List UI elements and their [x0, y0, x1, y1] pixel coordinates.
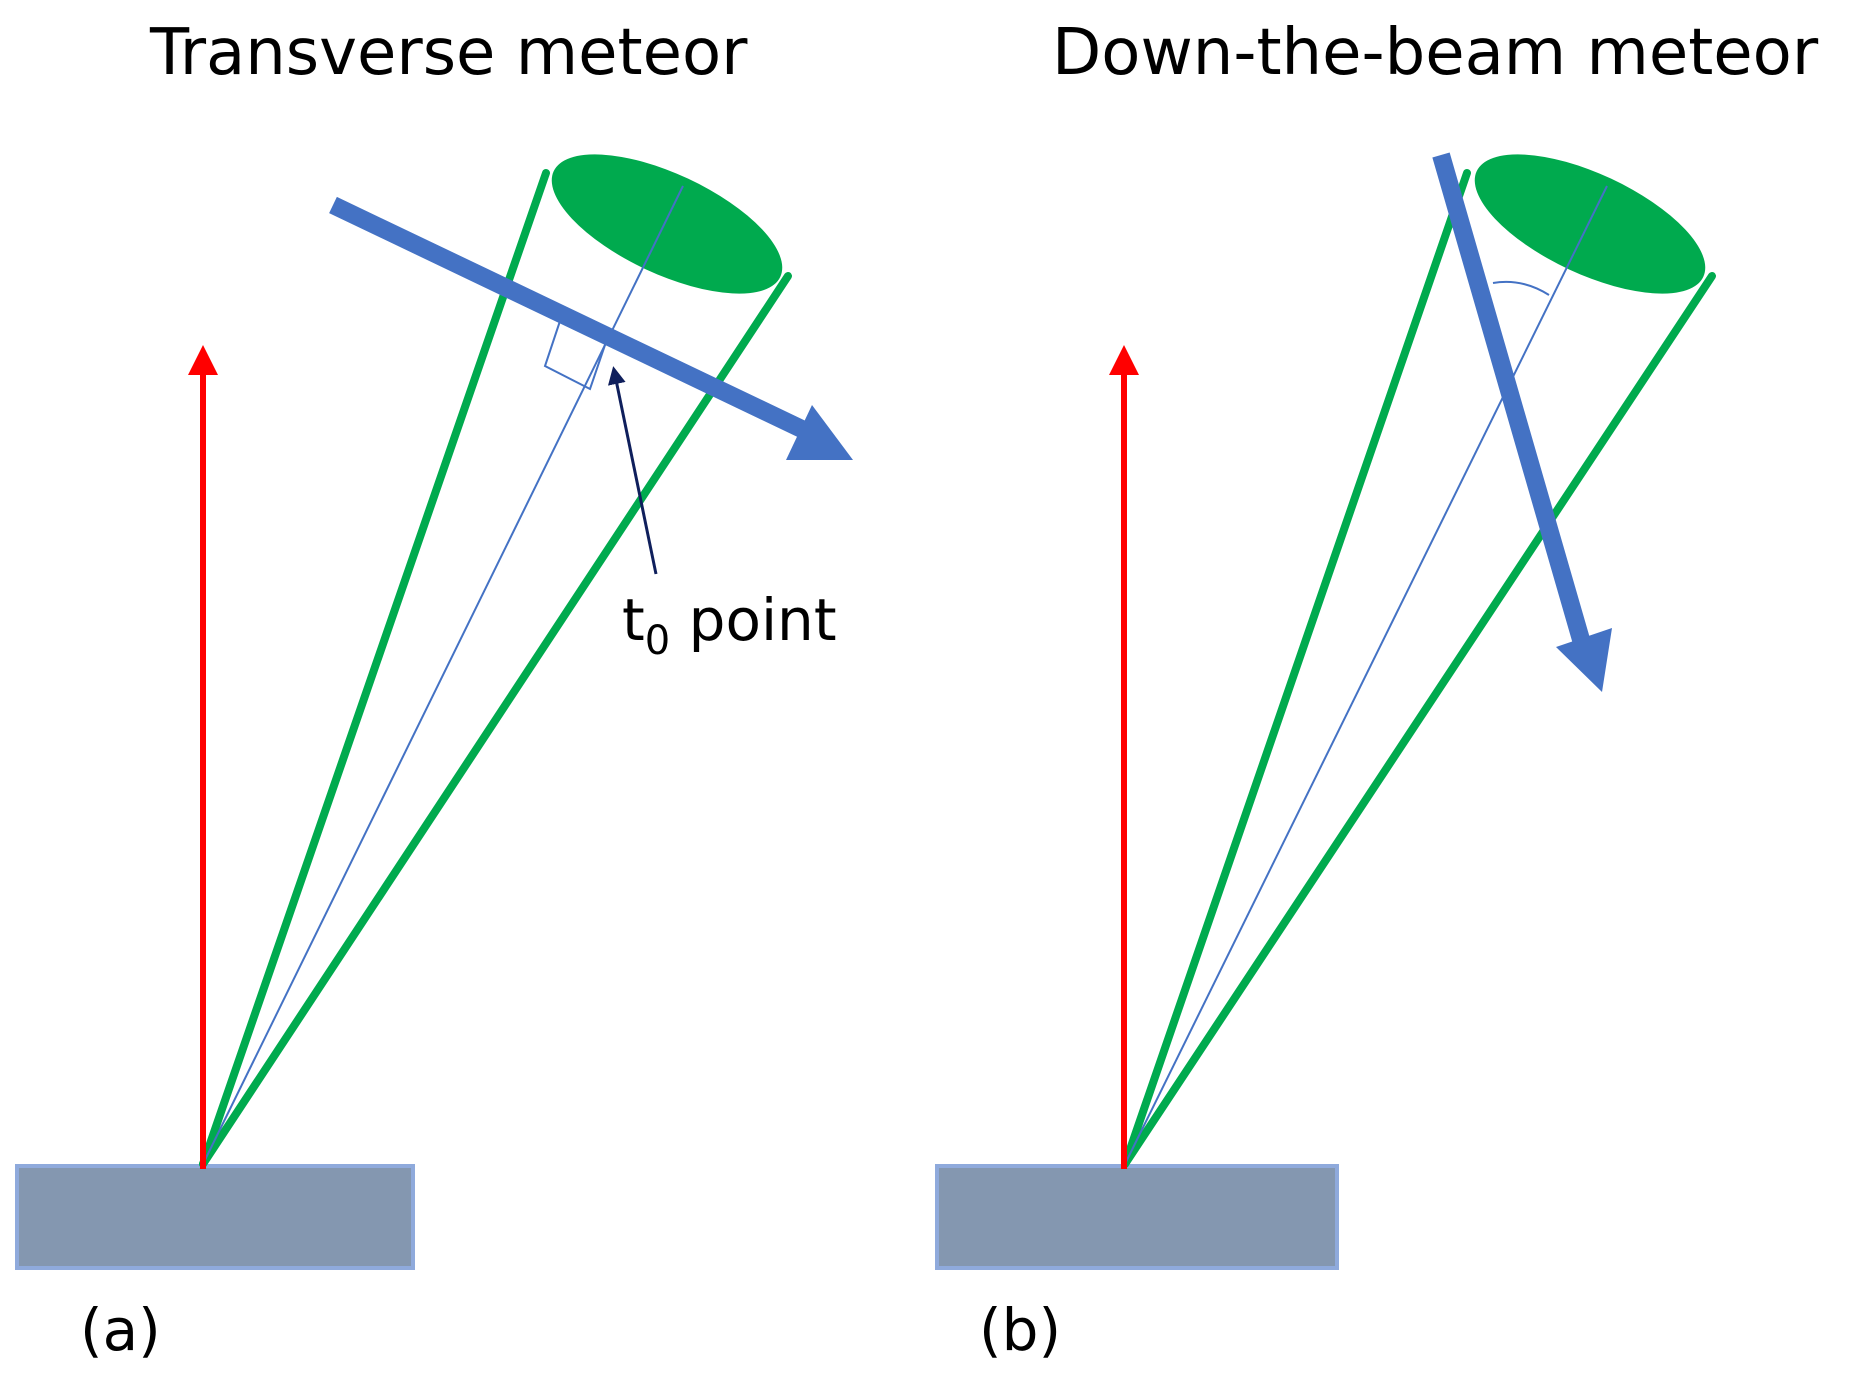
beam-edge-right-a — [199, 272, 792, 1168]
t0-point-label: t0 point — [622, 586, 837, 664]
zenith-arrow-b — [1109, 345, 1139, 1169]
beam-cross-section-a — [551, 154, 783, 294]
panel-a-label: (a) — [80, 1296, 161, 1364]
arrow-up-icon — [1109, 345, 1139, 375]
t0-label-subscript: 0 — [645, 618, 670, 664]
arrow-up-icon — [188, 345, 218, 375]
angle-arc-marker — [1492, 280, 1550, 296]
meteor-trail-shaft-b — [1432, 152, 1593, 653]
panel-a: Transverse meteor t0 point (a) — [15, 16, 853, 1364]
t0-label-t: t — [622, 586, 645, 654]
antenna-base-a — [15, 1164, 415, 1270]
meteor-trail-b — [1432, 152, 1612, 692]
beam-edge-left-a — [199, 169, 550, 1168]
meteor-trail-shaft-a — [329, 196, 812, 441]
right-angle-marker — [543, 317, 607, 391]
arrow-down-right-icon — [1556, 628, 1612, 692]
zenith-arrow-a — [188, 345, 218, 1169]
t0-label-suffix: point — [670, 586, 836, 654]
arrow-down-right-icon — [786, 405, 853, 460]
beam-cone-b — [1121, 154, 1716, 1168]
beam-cone-a — [199, 154, 792, 1168]
antenna-base-b — [935, 1164, 1339, 1270]
beam-axis-b — [1124, 185, 1608, 1165]
panel-b-label: (b) — [979, 1296, 1061, 1364]
panel-b: Down-the-beam meteor (b) — [935, 16, 1819, 1364]
beam-edge-left-b — [1121, 169, 1471, 1168]
beam-edge-right-b — [1121, 272, 1716, 1168]
beam-cross-section-b — [1474, 154, 1706, 294]
t0-pointer-arrow — [608, 366, 658, 575]
panel-b-title: Down-the-beam meteor — [1052, 16, 1819, 90]
meteor-trail-a — [329, 196, 853, 460]
panel-a-title: Transverse meteor — [149, 16, 748, 90]
